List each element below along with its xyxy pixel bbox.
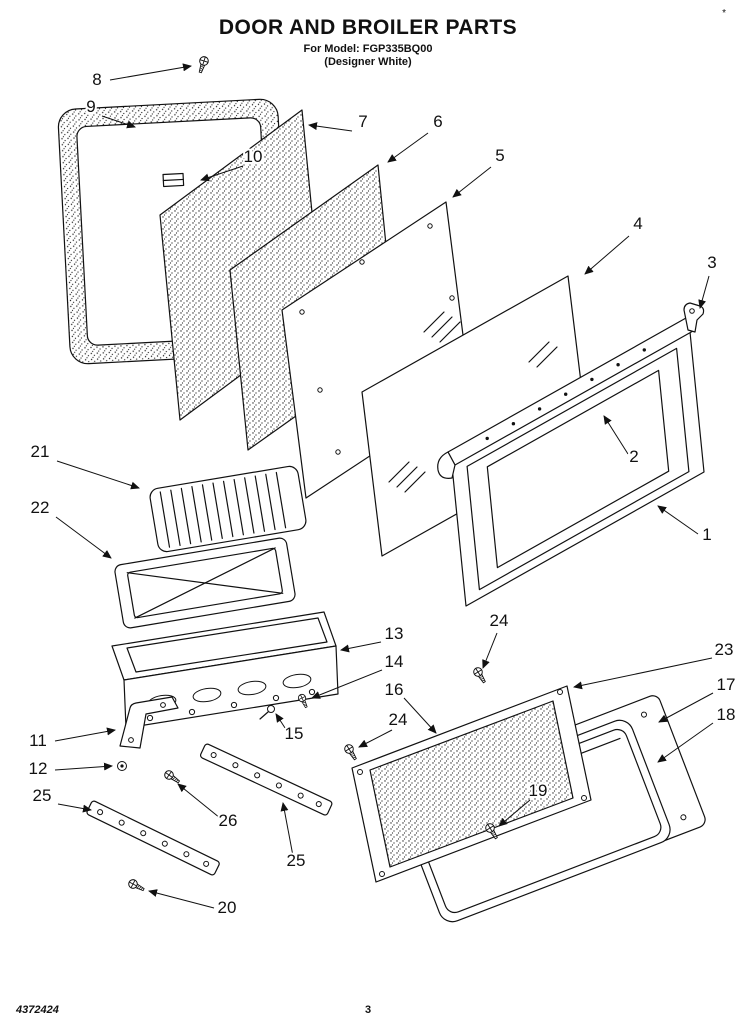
callout-11: 11 xyxy=(29,731,47,750)
screw-icon-20 xyxy=(126,877,147,894)
clip-15 xyxy=(259,705,275,720)
leader-lines xyxy=(54,63,714,909)
page-title: DOOR AND BROILER PARTS xyxy=(218,16,518,39)
callout-10: 10 xyxy=(244,147,263,166)
corner-mark: * xyxy=(722,8,726,19)
callout-22: 22 xyxy=(31,498,50,517)
callout-18: 18 xyxy=(717,705,736,724)
callout-25b: 25 xyxy=(287,851,306,870)
callout-1: 1 xyxy=(702,525,711,544)
callout-24b: 24 xyxy=(389,710,408,729)
callout-21: 21 xyxy=(31,442,50,461)
drawer-slide-rail-25-center xyxy=(199,743,333,816)
broiler-grid-21 xyxy=(149,465,307,553)
callout-15: 15 xyxy=(285,724,304,743)
callout-2: 2 xyxy=(629,447,638,466)
support-bracket-11 xyxy=(119,696,179,749)
callout-26: 26 xyxy=(219,811,238,830)
color-line: (Designer White) xyxy=(324,56,412,68)
callout-19: 19 xyxy=(529,781,548,800)
callout-8: 8 xyxy=(92,70,101,89)
model-line: For Model: FGP335BQ00 xyxy=(303,43,433,55)
callout-5: 5 xyxy=(495,146,504,165)
callout-14: 14 xyxy=(385,652,404,671)
document-number: 4372424 xyxy=(16,1004,59,1016)
broiler-pan-22 xyxy=(114,537,296,629)
callout-4: 4 xyxy=(633,214,642,233)
screw-icon-8 xyxy=(195,55,210,75)
screw-icon-24b xyxy=(342,742,360,762)
callout-13: 13 xyxy=(385,624,404,643)
callout-24a: 24 xyxy=(490,611,509,630)
callout-labels: 1 2 3 4 5 6 7 8 9 10 11 12 13 14 15 16 1… xyxy=(27,68,736,919)
callout-25a: 25 xyxy=(33,786,52,805)
drawer-insulation-23 xyxy=(369,700,574,868)
callout-17: 17 xyxy=(717,675,736,694)
screw-icon-26 xyxy=(162,768,182,786)
grommet-12 xyxy=(117,761,127,771)
drawer-front-frame-16 xyxy=(351,685,592,883)
screw-icon-24a xyxy=(471,665,489,685)
drawer-slide-rail-25-left xyxy=(86,800,220,876)
callout-12: 12 xyxy=(29,759,48,778)
callout-7: 7 xyxy=(358,112,367,131)
page-number: 3 xyxy=(364,1004,372,1016)
callout-6: 6 xyxy=(433,112,442,131)
callout-23: 23 xyxy=(715,640,734,659)
callout-9: 9 xyxy=(86,97,95,116)
callout-16: 16 xyxy=(385,680,404,699)
callout-3: 3 xyxy=(707,253,716,272)
callout-20: 20 xyxy=(218,898,237,917)
